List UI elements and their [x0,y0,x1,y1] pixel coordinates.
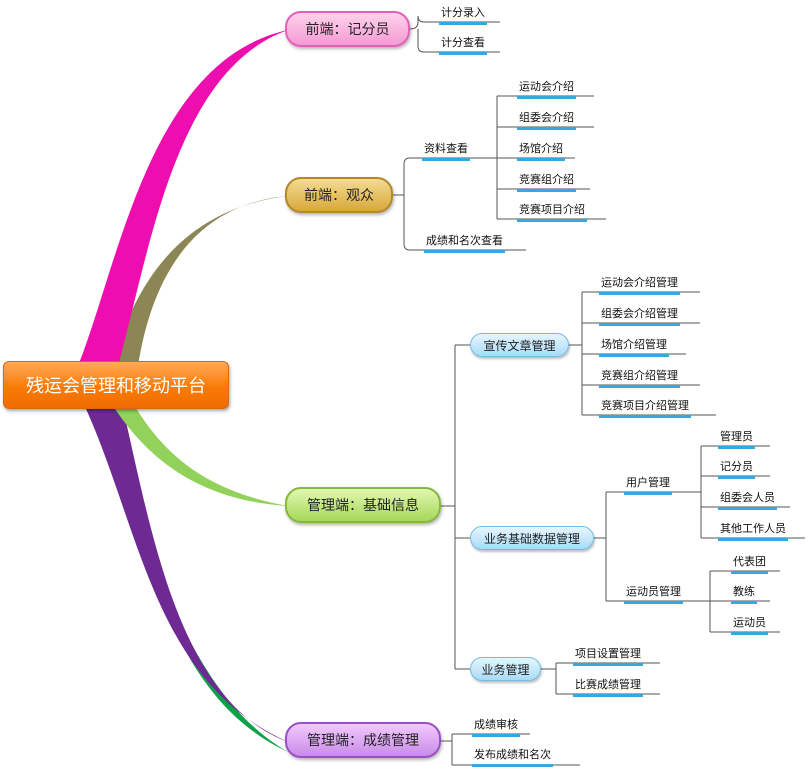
leaf-committee-intro-mgmt: 组委会介绍管理 [599,307,680,326]
leaf-games-intro: 运动会介绍 [517,80,576,99]
leaf-results-ranking-view: 成绩和名次查看 [424,234,505,253]
leaf-games-intro-mgmt: 运动会介绍管理 [599,276,680,295]
leaf-event-setup-mgmt: 项目设置管理 [573,647,643,666]
branch-admin-results-title: 管理端：成绩管理 [285,722,441,758]
connector-admin-basic [441,344,470,670]
leaf-match-results-mgmt: 比赛成绩管理 [573,678,643,697]
connector-admin-results [441,733,580,766]
connector-basic-data [594,491,700,602]
leaf-athlete: 运动员 [731,616,768,635]
leaf-competition-group-intro-mgmt: 竞赛组介绍管理 [599,369,680,388]
leaf-coach: 教练 [731,585,757,604]
leaf-scorer: 记分员 [718,460,755,479]
leaf-athlete-mgmt: 运动员管理 [624,585,683,604]
connector-audience [393,157,526,251]
node-basic-data-mgmt: 业务基础数据管理 [470,526,594,550]
leaf-score-view: 计分查看 [439,36,487,55]
leaf-venue-intro: 场馆介绍 [517,142,565,161]
branch-scorer [78,30,288,366]
leaf-score-entry: 计分录入 [439,6,487,25]
leaf-admin: 管理员 [718,430,755,449]
branch-audience-title: 前端：观众 [285,177,393,213]
leaf-delegation: 代表团 [731,555,768,574]
node-business-mgmt: 业务管理 [470,657,541,681]
branch-audience [112,196,288,366]
branch-admin-basic-title: 管理端：基础信息 [285,487,441,523]
node-publicity-mgmt: 宣传文章管理 [470,333,569,357]
connector-scorer [409,15,500,53]
leaf-committee-staff: 组委会人员 [718,491,777,510]
leaf-results-review: 成绩审核 [472,718,520,737]
leaf-event-intro: 竞赛项目介绍 [517,203,587,222]
leaf-other-staff: 其他工作人员 [718,522,788,541]
leaf-user-mgmt: 用户管理 [624,476,672,495]
leaf-info-view: 资料查看 [422,142,470,161]
leaf-committee-intro: 组委会介绍 [517,111,576,130]
leaf-venue-intro-mgmt: 场馆介绍管理 [599,338,669,357]
leaf-publish-results: 发布成绩和名次 [472,748,553,767]
root-node: 残运会管理和移动平台 [3,361,229,409]
connector-business [541,662,660,695]
leaf-competition-group-intro: 竞赛组介绍 [517,173,576,192]
branch-admin-results [80,396,288,742]
branch-scorer-title: 前端：记分员 [285,11,410,47]
leaf-event-intro-mgmt: 竞赛项目介绍管理 [599,399,691,418]
